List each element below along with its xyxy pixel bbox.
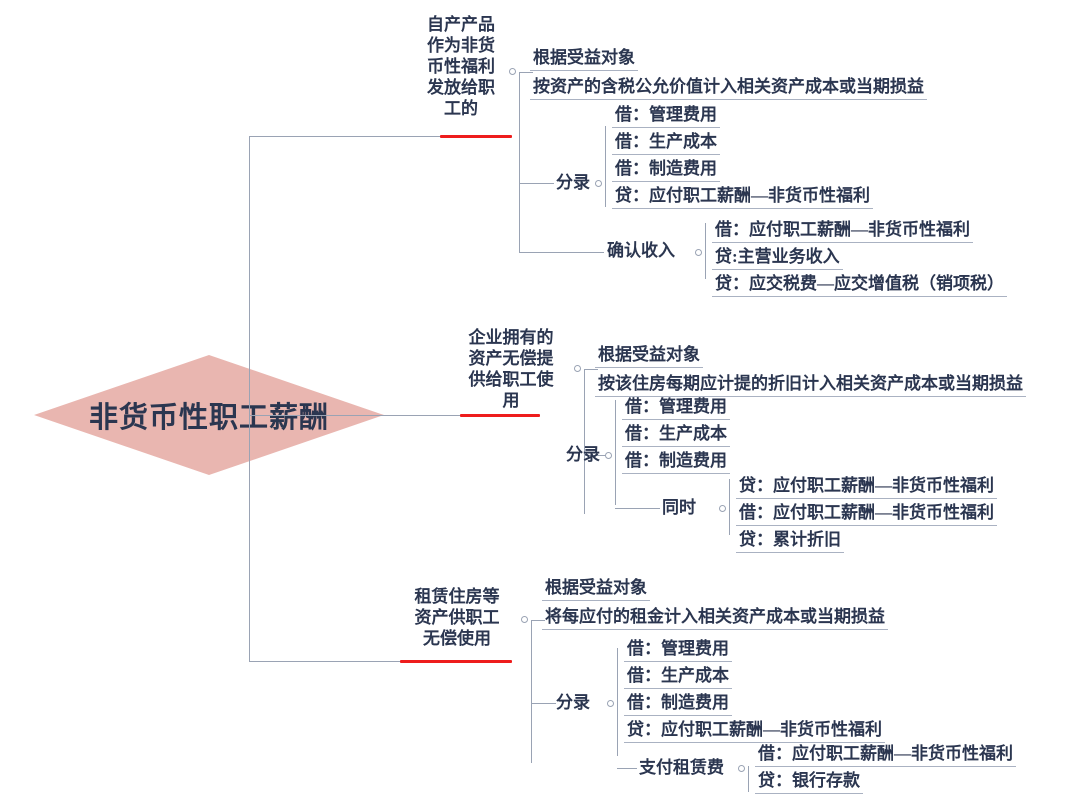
- branch3-group1-spine: [617, 648, 618, 756]
- branch3-spine: [531, 620, 532, 763]
- branch2-group1-stub: [584, 455, 609, 456]
- branch2-accent-underline: [460, 414, 540, 417]
- branch3-connector-line: [249, 661, 511, 662]
- branch3-accent-underline: [400, 660, 512, 663]
- branch1-group1-label[interactable]: 分录: [556, 173, 590, 192]
- branch3-group2-entry-0[interactable]: 借：应付职工薪酬—非货币性福利: [755, 743, 1016, 767]
- branch2-criterion-stub: [584, 369, 598, 370]
- branch1-connector-line: [249, 136, 509, 137]
- branch3-group1-expand-toggle[interactable]: [607, 700, 614, 707]
- branch1-group1-entry-0[interactable]: 借：管理费用: [612, 104, 720, 128]
- branch1-group1-entry-2[interactable]: 借：制造费用: [612, 158, 720, 182]
- branch3-group2-spine: [748, 766, 749, 792]
- branch2-group1-entry-0[interactable]: 借：管理费用: [622, 396, 730, 420]
- branch2-group1-expand-toggle[interactable]: [605, 452, 612, 459]
- branch1-group2-stub: [519, 252, 604, 253]
- branch1-criterion-stub: [519, 72, 533, 73]
- branch3-group1-label[interactable]: 分录: [556, 693, 590, 712]
- branch1-group2-spine: [705, 223, 706, 279]
- branch1-group1-spine: [605, 126, 606, 207]
- branch2-group2-expand-toggle[interactable]: [719, 505, 726, 512]
- branch1-group2-expand-toggle[interactable]: [695, 249, 702, 256]
- branch2-group2-label[interactable]: 同时: [662, 498, 696, 517]
- branch2-group2-entry-2[interactable]: 贷：累计折旧: [736, 529, 844, 553]
- branch2-title[interactable]: 企业拥有的 资产无偿提 供给职工使 用: [468, 328, 554, 410]
- branch3-criterion-detail[interactable]: 将每应付的租金计入相关资产成本或当期损益: [542, 606, 888, 630]
- branch3-group2-label[interactable]: 支付租赁费: [639, 758, 724, 777]
- branch2-spine: [584, 369, 585, 514]
- trunk-vertical-line: [249, 136, 250, 661]
- branch2-expand-toggle[interactable]: [574, 365, 581, 372]
- branch3-expand-toggle[interactable]: [521, 616, 528, 623]
- branch3-group2-stub: [617, 768, 637, 769]
- branch2-group1-spine: [615, 400, 616, 505]
- branch1-expand-toggle[interactable]: [509, 68, 516, 75]
- branch3-group2-expand-toggle[interactable]: [738, 765, 745, 772]
- branch2-group1-label[interactable]: 分录: [566, 445, 600, 464]
- branch3-group1-entry-2[interactable]: 借：制造费用: [624, 692, 732, 716]
- branch2-group1-entry-1[interactable]: 借：生产成本: [622, 423, 730, 447]
- branch1-group2-entry-1[interactable]: 贷:主营业务收入: [712, 246, 843, 270]
- branch1-accent-underline: [440, 135, 512, 138]
- branch3-criterion-label[interactable]: 根据受益对象: [542, 577, 650, 601]
- branch1-group1-stub: [519, 183, 554, 184]
- branch2-group2-stub: [615, 508, 660, 509]
- branch1-criterion-detail[interactable]: 按资产的含税公允价值计入相关资产成本或当期损益: [530, 76, 927, 100]
- branch2-group2-spine: [729, 479, 730, 535]
- branch1-group1-expand-toggle[interactable]: [595, 180, 602, 187]
- branch1-group1-entry-1[interactable]: 借：生产成本: [612, 131, 720, 155]
- branch2-group1-entry-2[interactable]: 借：制造费用: [622, 450, 730, 474]
- branch1-group1-entry-3[interactable]: 贷：应付职工薪酬—非货币性福利: [612, 185, 873, 209]
- branch3-group2-entry-1[interactable]: 贷：银行存款: [755, 770, 863, 794]
- branch1-group2-label[interactable]: 确认收入: [607, 241, 675, 260]
- branch3-group1-entry-3[interactable]: 贷：应付职工薪酬—非货币性福利: [624, 719, 885, 743]
- branch3-group1-stub: [531, 703, 556, 704]
- branch3-title[interactable]: 租赁住房等 资产供职工 无偿使用: [414, 587, 500, 648]
- branch2-criterion-label[interactable]: 根据受益对象: [595, 344, 703, 368]
- branch1-criterion-label[interactable]: 根据受益对象: [530, 47, 638, 71]
- branch2-group2-entry-0[interactable]: 贷：应付职工薪酬—非货币性福利: [736, 475, 997, 499]
- branch1-title[interactable]: 自产产品 作为非货 币性福利 发放给职 工的: [427, 15, 495, 118]
- branch3-group1-entry-1[interactable]: 借：生产成本: [624, 665, 732, 689]
- branch1-group2-entry-0[interactable]: 借：应付职工薪酬—非货币性福利: [712, 219, 973, 243]
- branch1-group2-entry-2[interactable]: 贷：应交税费—应交增值税（销项税）: [712, 273, 1007, 297]
- branch2-connector-line: [249, 415, 464, 416]
- branch2-group2-entry-1[interactable]: 借：应付职工薪酬—非货币性福利: [736, 502, 997, 526]
- branch3-group1-entry-0[interactable]: 借：管理费用: [624, 638, 732, 662]
- branch2-criterion-detail[interactable]: 按该住房每期应计提的折旧计入相关资产成本或当期损益: [595, 373, 1026, 397]
- branch1-spine: [519, 72, 520, 252]
- root-node-label: 非货币性职工薪酬: [88, 402, 329, 434]
- branch3-criterion-stub: [531, 620, 545, 621]
